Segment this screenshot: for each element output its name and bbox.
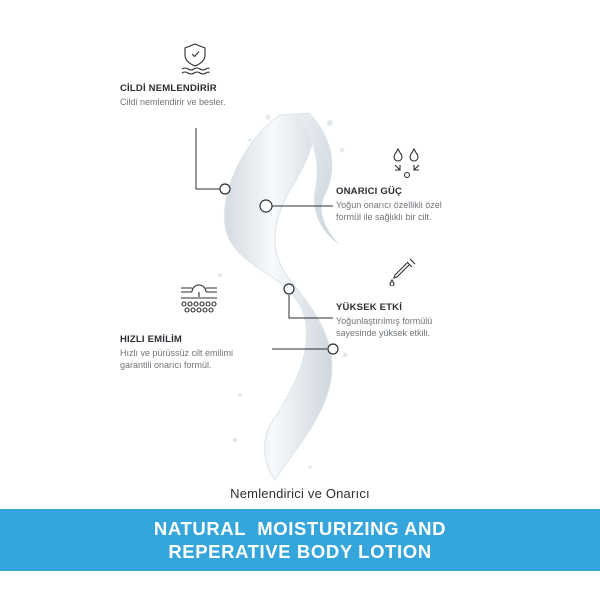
product-name-banner: NATURAL MOISTURIZING AND REPERATIVE BODY… bbox=[0, 509, 600, 571]
node-circle bbox=[283, 283, 295, 295]
shield-waves-icon bbox=[180, 42, 210, 78]
feature-high-effect: YÜKSEK ETKİ Yoğunlaştırılmış formülü say… bbox=[336, 302, 432, 339]
droplets-arrows-icon bbox=[390, 147, 424, 179]
node-circle bbox=[327, 343, 339, 355]
feature-desc-line: Yoğunlaştırılmış formülü bbox=[336, 316, 433, 326]
node-circle bbox=[259, 199, 273, 213]
feature-desc-line: Yoğun onarıcı özellikli özel bbox=[336, 200, 442, 210]
skin-absorption-icon bbox=[179, 282, 219, 316]
feature-desc-line: formül ile sağlıklı bir cilt. bbox=[336, 212, 432, 222]
feature-desc-line: garantili onarıcı formül. bbox=[120, 360, 212, 370]
lotion-splash-illustration bbox=[180, 95, 380, 485]
product-subtitle: Nemlendirici ve Onarıcı bbox=[230, 486, 370, 501]
banner-line-1: NATURAL MOISTURIZING AND bbox=[153, 518, 447, 539]
feature-title: HIZLI EMİLİM bbox=[120, 334, 183, 345]
feature-desc-line: Hızlı ve pürüssüz cilt emilimi bbox=[120, 348, 234, 358]
feature-desc-line: sayesinde yüksek etkili. bbox=[336, 328, 431, 338]
feature-fast-absorption: HIZLI EMİLİM Hızlı ve pürüssüz cilt emil… bbox=[120, 334, 233, 371]
feature-title: CİLDİ NEMLENDİRİR bbox=[120, 83, 217, 94]
banner-line-2: REPERATIVE BODY LOTION bbox=[168, 541, 432, 562]
feature-title: YÜKSEK ETKİ bbox=[336, 302, 403, 313]
dropper-icon bbox=[388, 256, 418, 286]
node-circle bbox=[219, 183, 231, 195]
feature-moisturizing: CİLDİ NEMLENDİRİR Cildi nemlendirir ve b… bbox=[120, 83, 226, 108]
feature-title: ONARICI GÜÇ bbox=[336, 186, 403, 197]
feature-desc-line: Cildi nemlendirir ve besler. bbox=[120, 97, 226, 107]
feature-repair-power: ONARICI GÜÇ Yoğun onarıcı özellikli özel… bbox=[336, 186, 442, 223]
